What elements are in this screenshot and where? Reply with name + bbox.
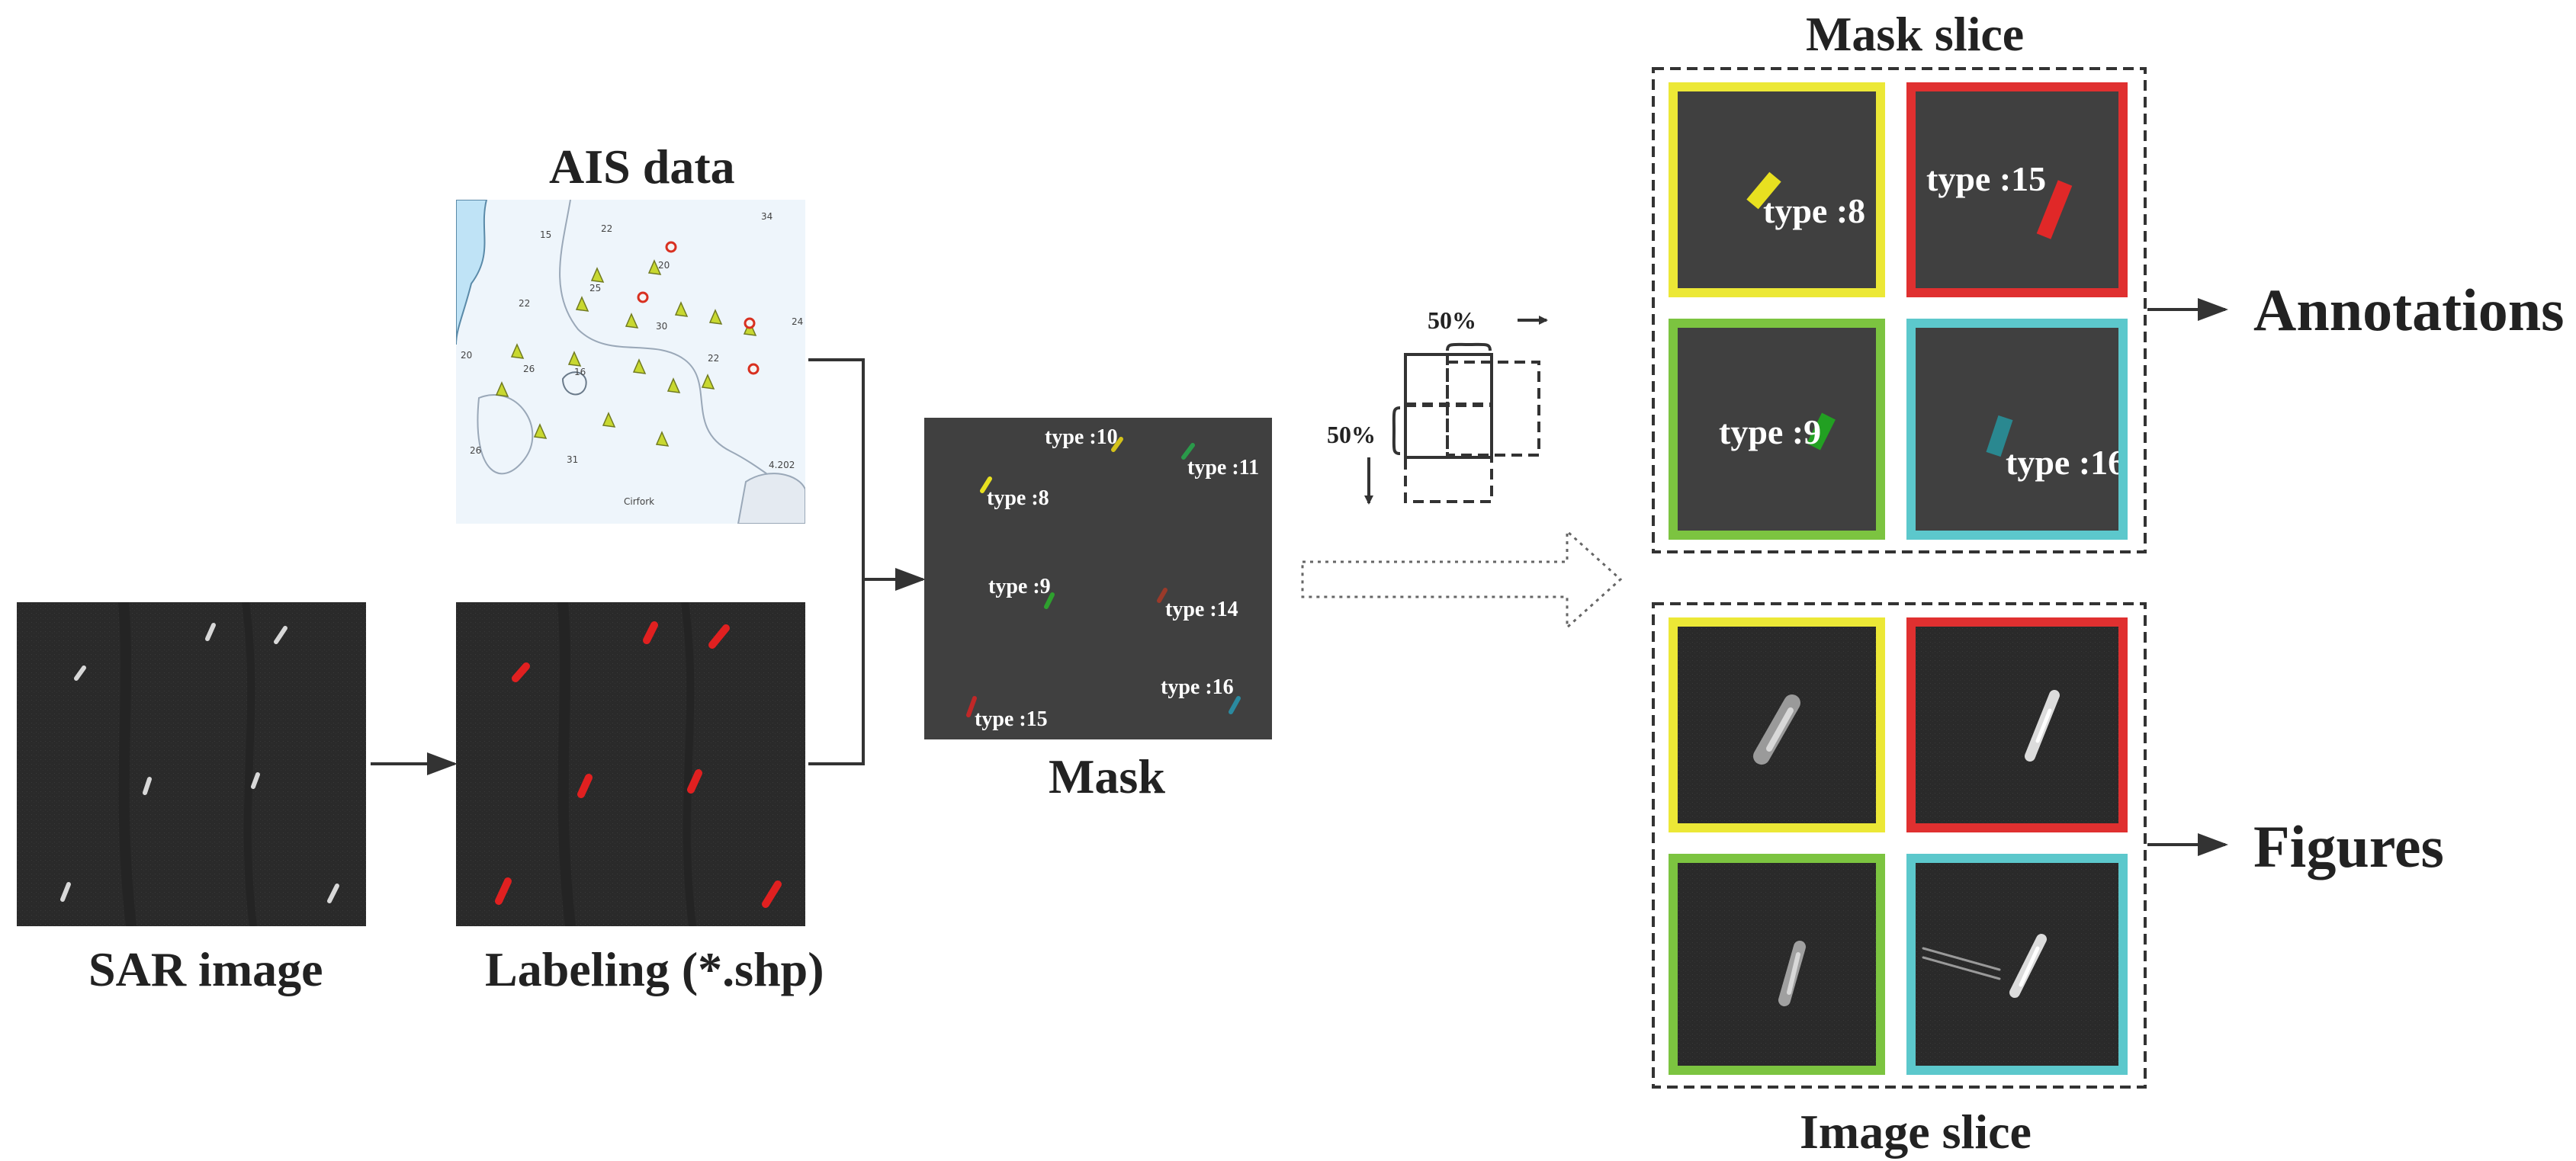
mask-type-label: type :11 xyxy=(1187,456,1260,479)
overlap-brace-horizontal xyxy=(1446,342,1492,351)
labeling-image xyxy=(456,602,805,926)
mask-type-label: type :10 xyxy=(1045,425,1118,449)
overlap-vertical-label: 50% xyxy=(1327,421,1376,448)
depth-number: 26 xyxy=(470,445,481,456)
image-slice-tile xyxy=(1906,617,2128,832)
depth-number: 24 xyxy=(792,316,803,327)
ais-map-drawing: 22 34 15 20 25 22 30 24 20 26 22 16 26 3… xyxy=(456,200,805,524)
slice-ship-mark xyxy=(1986,415,2013,457)
image-slice-title: Image slice xyxy=(1800,1105,2032,1159)
mask-title: Mask xyxy=(1049,749,1165,803)
depth-number: 15 xyxy=(540,229,551,240)
ais-map: 22 34 15 20 25 22 30 24 20 26 22 16 26 3… xyxy=(456,200,805,524)
overlap-diagram xyxy=(1392,342,1540,503)
mask-ship-mark xyxy=(980,476,992,493)
sar-image-drawing xyxy=(17,602,366,926)
slice-ship-mark xyxy=(2036,180,2073,239)
mask-ship-mark xyxy=(1229,696,1241,714)
depth-number: 25 xyxy=(589,283,601,293)
mask-image: type :10 type :11 type :8 type :9 type :… xyxy=(924,418,1272,739)
image-slice-tile xyxy=(1669,617,1885,832)
depth-number: 31 xyxy=(567,454,578,465)
image-slice-tile xyxy=(1906,854,2128,1075)
mask-ship-mark xyxy=(1111,437,1123,452)
depth-numbers: 22 34 15 20 25 22 30 24 20 26 22 16 26 3… xyxy=(461,211,803,507)
island-shape xyxy=(737,473,805,524)
slice-ship-mark xyxy=(1746,172,1781,210)
depth-number: 22 xyxy=(519,298,530,309)
mask-ship-mark xyxy=(1181,443,1195,460)
mask-ship-mark xyxy=(1157,588,1168,603)
depth-number: Cirfork xyxy=(624,496,654,507)
vessel-markers xyxy=(495,259,757,447)
depth-number: 20 xyxy=(658,260,670,271)
dotted-slicing-arrow xyxy=(1301,528,1623,630)
slice-type-label: type :8 xyxy=(1763,191,1866,230)
overlap-horizontal-label: 50% xyxy=(1428,306,1476,334)
depth-number: 26 xyxy=(523,364,535,374)
depth-number: 30 xyxy=(656,321,667,332)
depth-contour xyxy=(477,394,534,475)
sar-image xyxy=(17,602,366,926)
labeling-image-drawing xyxy=(456,602,805,926)
merge-connector xyxy=(808,358,865,765)
depth-number: 16 xyxy=(574,367,586,377)
mask-ship-mark xyxy=(966,696,977,717)
annotations-label: Annotations xyxy=(2253,277,2565,343)
figures-label: Figures xyxy=(2253,813,2444,880)
depth-number: 22 xyxy=(708,353,719,364)
slice-type-label: type :9 xyxy=(1719,412,1822,451)
shoreline-shape xyxy=(456,200,488,345)
mask-slice-tile: type :9 xyxy=(1669,319,1885,540)
sar-image-title: SAR image xyxy=(88,942,323,996)
slice-ship-mark xyxy=(1807,412,1836,451)
slice-ship-target xyxy=(1778,941,1806,1006)
depth-number: 22 xyxy=(601,223,612,234)
mask-type-label: type :16 xyxy=(1161,675,1234,699)
depth-contour xyxy=(559,200,805,498)
mask-marks xyxy=(966,437,1241,717)
mask-slice-title: Mask slice xyxy=(1806,7,2025,61)
depth-number: 34 xyxy=(761,211,772,222)
slice-type-label: type :15 xyxy=(1926,159,2047,198)
mask-ship-mark xyxy=(1044,592,1055,609)
mask-type-label: type :14 xyxy=(1165,598,1238,621)
depth-number: 20 xyxy=(461,350,472,361)
mask-type-label: type :9 xyxy=(988,575,1051,598)
island-shape xyxy=(561,371,587,396)
slice-ship-target xyxy=(1922,934,2047,998)
mask-type-label: type :15 xyxy=(975,707,1048,731)
image-slice-tile xyxy=(1669,854,1885,1075)
alert-markers xyxy=(637,241,760,375)
depth-number: 4.202 xyxy=(769,460,795,470)
slice-ship-target xyxy=(2025,690,2060,762)
mask-slice-tile: type :15 xyxy=(1906,82,2128,297)
mask-slice-tile: type :16 xyxy=(1906,319,2128,540)
mask-type-label: type :8 xyxy=(987,486,1049,510)
mask-slice-tile: type :8 xyxy=(1669,82,1885,297)
labeled-ship-polygons xyxy=(495,621,782,908)
ais-data-title: AIS data xyxy=(549,140,735,194)
slice-ship-target xyxy=(1753,694,1800,765)
slice-type-label: type :16 xyxy=(2006,443,2126,482)
overlap-brace-vertical xyxy=(1392,406,1401,455)
labeling-title: Labeling (*.shp) xyxy=(485,942,824,996)
ship-targets xyxy=(60,623,339,903)
